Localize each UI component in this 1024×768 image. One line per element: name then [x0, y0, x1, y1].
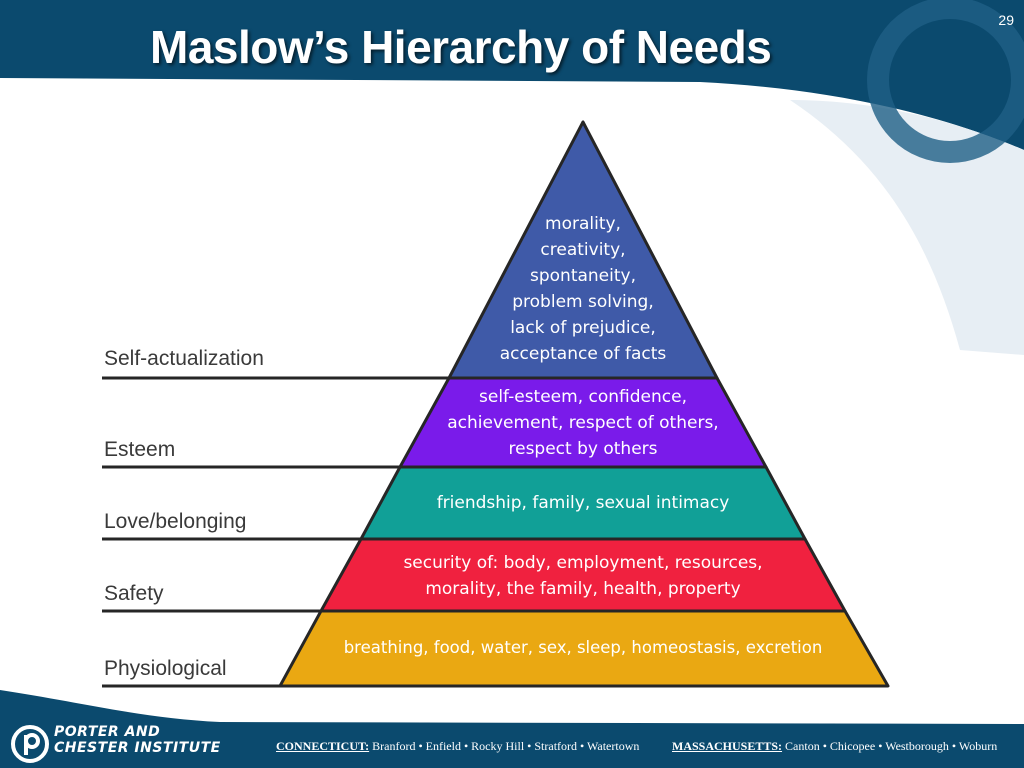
level-label-self-actualization: Self-actualization [104, 347, 264, 370]
tier-physiological [278, 609, 890, 688]
tier-text-line: self-esteem, confidence, [479, 387, 687, 407]
tier-text-line: breathing, food, water, sex, sleep, home… [343, 638, 823, 657]
massachusetts-locations: MASSACHUSETTS: Canton • Chicopee • Westb… [672, 739, 997, 754]
maslow-pyramid [102, 120, 890, 688]
tier-text-line: morality, [545, 214, 621, 234]
footer-band [0, 690, 1024, 768]
tier-text-self-actualization: morality, creativity, spontaneity, probl… [483, 211, 683, 367]
tier-text-line: morality, the family, health, property [425, 579, 741, 599]
porter-chester-logo-icon [11, 725, 49, 763]
logo-wordmark: PORTER AND CHESTER INSTITUTE [54, 724, 221, 756]
level-label-physiological: Physiological [104, 657, 227, 680]
slide-number: 29 [998, 12, 1014, 28]
tier-text-line: friendship, family, sexual intimacy [436, 493, 730, 513]
level-label-safety: Safety [104, 582, 164, 605]
massachusetts-list: Canton • Chicopee • Westborough • Woburn [785, 739, 998, 753]
tier-text-esteem: self-esteem, confidence, achievement, re… [418, 384, 748, 462]
tier-text-physiological: breathing, food, water, sex, sleep, home… [293, 635, 873, 661]
tier-text-line: acceptance of facts [499, 344, 667, 364]
logo-line-1: PORTER AND [54, 724, 161, 740]
massachusetts-label: MASSACHUSETTS: [672, 739, 783, 753]
slide-title: Maslow’s Hierarchy of Needs [150, 21, 772, 73]
header-band [0, 0, 1024, 150]
level-label-esteem: Esteem [104, 438, 176, 461]
footer: PORTER AND CHESTER INSTITUTE CONNECTICUT… [0, 720, 1024, 768]
connecticut-locations: CONNECTICUT: Branford • Enfield • Rocky … [276, 739, 639, 754]
decorative-swoosh-shape [790, 100, 1024, 355]
tier-text-line: creativity, [540, 240, 626, 260]
connecticut-label: CONNECTICUT: [276, 739, 370, 753]
tier-text-line: lack of prejudice, [510, 318, 656, 338]
tier-text-line: problem solving, [512, 292, 654, 312]
tier-text-line: spontaneity, [530, 266, 636, 286]
logo-line-2: CHESTER INSTITUTE [54, 740, 221, 756]
decorative-ring-shape [867, 0, 1024, 163]
connecticut-list: Branford • Enfield • Rocky Hill • Stratf… [372, 739, 640, 753]
level-label-love-belonging: Love/belonging [104, 510, 247, 533]
tier-text-safety: security of: body, employment, resources… [343, 550, 823, 602]
tier-text-love-belonging: friendship, family, sexual intimacy [383, 490, 783, 516]
tier-text-line: security of: body, employment, resources… [403, 553, 763, 573]
tier-text-line: respect by others [508, 439, 658, 459]
tier-text-line: achievement, respect of others, [447, 413, 719, 433]
